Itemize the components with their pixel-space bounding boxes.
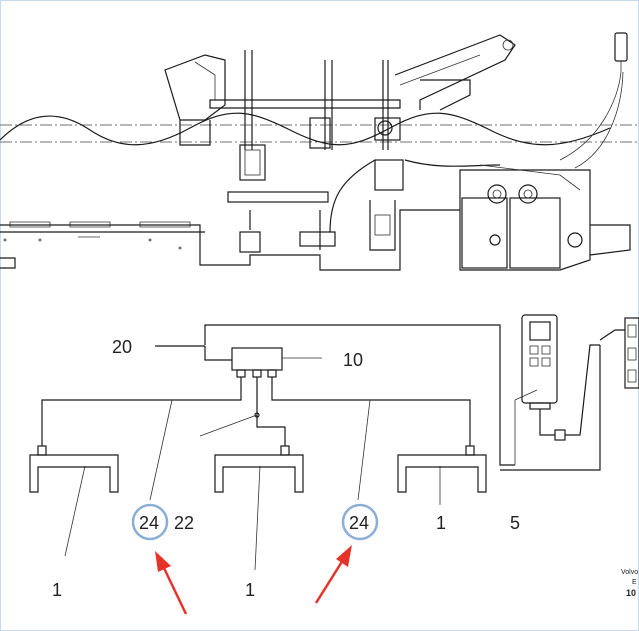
arrow-right: [314, 545, 352, 604]
ref-24-left: 24: [139, 513, 159, 533]
highlight-circle-left: [131, 503, 169, 541]
corner-text-line1: Volvo: [621, 569, 638, 576]
ref-1-bottom-left: 1: [52, 580, 62, 600]
corner-text-line2: E: [632, 579, 637, 586]
wiring-schematic: [29, 314, 639, 571]
unit-10: [231, 347, 283, 371]
ref-20: 20: [112, 337, 132, 357]
remote-unit-5: [521, 314, 558, 404]
module-left: [29, 454, 119, 493]
highlight-circle-right: [341, 503, 379, 541]
ref-1-center-right: 1: [436, 513, 446, 533]
ref-22: 22: [174, 513, 194, 533]
corner-text-line3: 10: [626, 588, 636, 598]
module-center: [214, 454, 304, 493]
arrow-left: [155, 551, 188, 615]
ref-10: 10: [343, 350, 363, 370]
machine-overview: [0, 32, 639, 271]
module-right: [397, 454, 487, 493]
ref-5: 5: [510, 513, 520, 533]
ref-24-right: 24: [349, 513, 369, 533]
ref-1-bottom-center: 1: [245, 580, 255, 600]
